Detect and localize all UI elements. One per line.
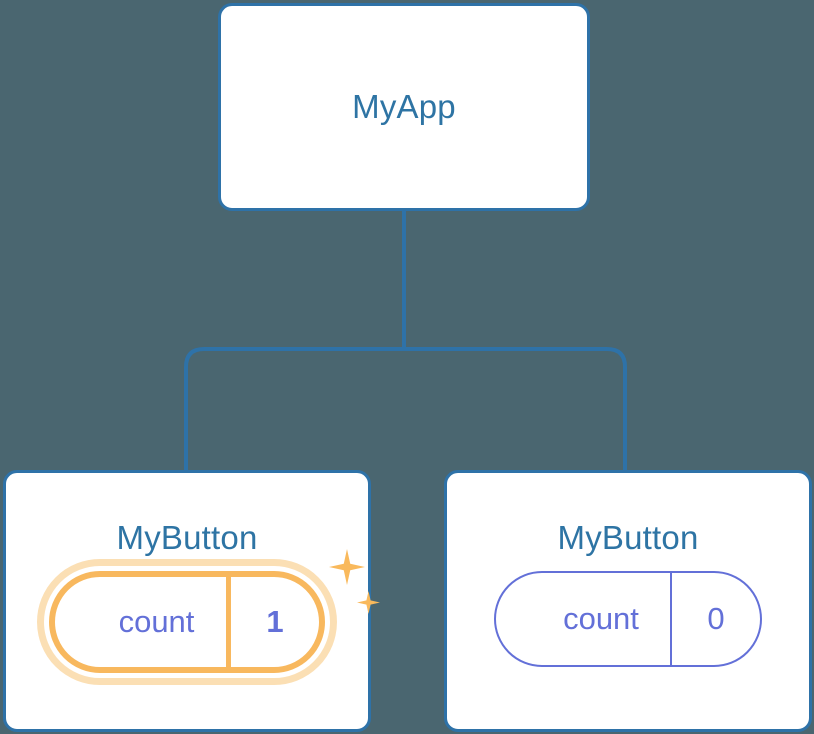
state-pill-wrap: count 0	[494, 571, 762, 667]
state-pill-wrap: count 1	[37, 549, 380, 685]
sparkle-icon-small	[357, 591, 380, 614]
state-value: 1	[266, 604, 284, 639]
state-value: 0	[707, 601, 725, 636]
connector-branch	[184, 347, 627, 470]
node-mybutton-1[interactable]: MyButton count 0	[444, 470, 812, 732]
state-key: count	[563, 601, 639, 636]
state-pill[interactable]: count 0	[494, 571, 762, 667]
state-divider	[226, 577, 231, 667]
state-divider	[670, 573, 672, 665]
node-title: MyButton	[557, 519, 699, 556]
node-mybutton-0[interactable]: MyButton count 1	[3, 470, 380, 732]
state-pill[interactable]: count 1	[49, 571, 325, 673]
node-title: MyApp	[352, 88, 456, 125]
sparkle-icon-large	[329, 549, 365, 585]
node-title: MyButton	[116, 519, 258, 556]
state-key: count	[118, 604, 195, 639]
highlight-glow	[37, 559, 337, 685]
node-myapp[interactable]: MyApp	[218, 3, 590, 211]
